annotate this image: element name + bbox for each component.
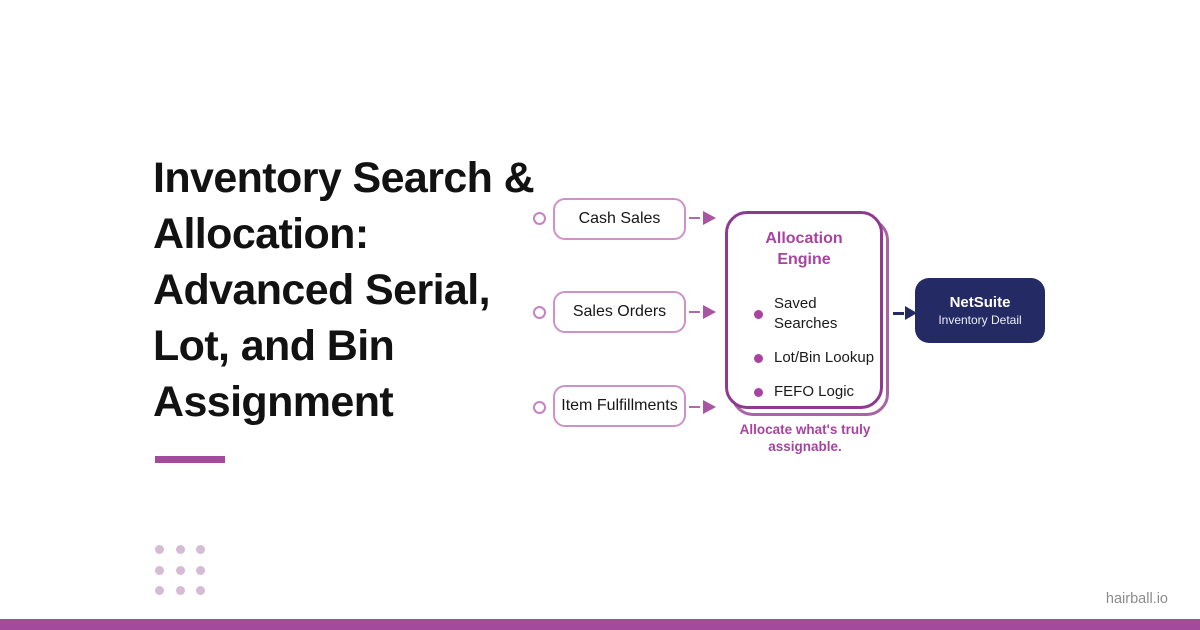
page-title: Inventory Search & Allocation: Advanced … xyxy=(153,150,593,430)
netsuite-subtitle: Inventory Detail xyxy=(938,312,1022,327)
node-circle-icon xyxy=(533,306,546,319)
footer-accent-bar xyxy=(0,619,1200,630)
netsuite-target-box: NetSuite Inventory Detail xyxy=(915,278,1045,343)
arrow-right-icon xyxy=(689,211,716,225)
dot-icon xyxy=(155,545,164,554)
source-node-cash-sales: Cash Sales xyxy=(553,198,686,240)
dots-grid-pattern xyxy=(155,545,205,595)
arrow-shaft xyxy=(689,311,700,313)
dot-icon xyxy=(155,586,164,595)
source-node-label: Item Fulfillments xyxy=(561,397,678,414)
arrow-shaft xyxy=(689,217,700,219)
engine-feature-list: Saved Searches Lot/Bin Lookup FEFO Logic xyxy=(728,294,880,402)
arrow-head xyxy=(905,306,917,320)
engine-title-line: Allocation xyxy=(765,230,843,247)
page-title-line: Assignment xyxy=(153,378,394,426)
engine-caption: Allocate what's truly assignable. xyxy=(739,422,871,454)
page-title-line: Lot, and Bin xyxy=(153,322,395,370)
title-accent-underline xyxy=(155,456,225,463)
netsuite-title: NetSuite xyxy=(949,293,1011,311)
source-node-label: Cash Sales xyxy=(578,210,661,227)
dot-icon xyxy=(196,586,205,595)
arrow-right-icon xyxy=(689,305,716,319)
bullet-dot-icon xyxy=(754,309,763,319)
dot-icon xyxy=(196,565,205,575)
arrow-head xyxy=(703,400,716,414)
allocation-engine-box: Allocation Engine Saved Searches Lot/Bin… xyxy=(725,211,883,409)
node-circle-icon xyxy=(533,212,546,225)
bullet-dot-icon xyxy=(754,353,763,363)
dot-icon xyxy=(155,565,164,575)
dot-icon xyxy=(175,565,185,575)
engine-feature-item: Saved Searches xyxy=(754,294,880,334)
dot-icon xyxy=(196,545,205,554)
engine-feature-item: Lot/Bin Lookup xyxy=(754,348,880,368)
arrow-shaft xyxy=(689,406,700,408)
arrow-right-icon xyxy=(893,306,917,320)
engine-feature-label: Saved Searches xyxy=(774,295,838,332)
page-title-line: Advanced Serial, xyxy=(153,266,491,314)
source-node-label: Sales Orders xyxy=(572,303,667,320)
page-title-line: Inventory Search & xyxy=(153,154,535,202)
arrow-head xyxy=(703,211,716,225)
node-circle-icon xyxy=(533,401,546,414)
arrow-right-icon xyxy=(689,400,716,414)
engine-title: Allocation Engine xyxy=(728,228,880,270)
engine-feature-item: FEFO Logic xyxy=(754,382,880,402)
arrow-shaft xyxy=(893,311,904,315)
engine-title-line: Engine xyxy=(777,251,831,268)
source-node-sales-orders: Sales Orders xyxy=(553,291,686,333)
engine-feature-label: FEFO Logic xyxy=(774,383,855,400)
engine-feature-label: Lot/Bin Lookup xyxy=(774,349,875,366)
dot-icon xyxy=(175,545,185,554)
source-node-item-fulfillments: Item Fulfillments xyxy=(553,385,686,427)
bullet-dot-icon xyxy=(754,387,763,397)
dot-icon xyxy=(175,586,185,595)
brand-watermark: hairball.io xyxy=(1105,591,1168,607)
arrow-head xyxy=(703,305,716,319)
page-title-line: Allocation: xyxy=(153,210,369,258)
